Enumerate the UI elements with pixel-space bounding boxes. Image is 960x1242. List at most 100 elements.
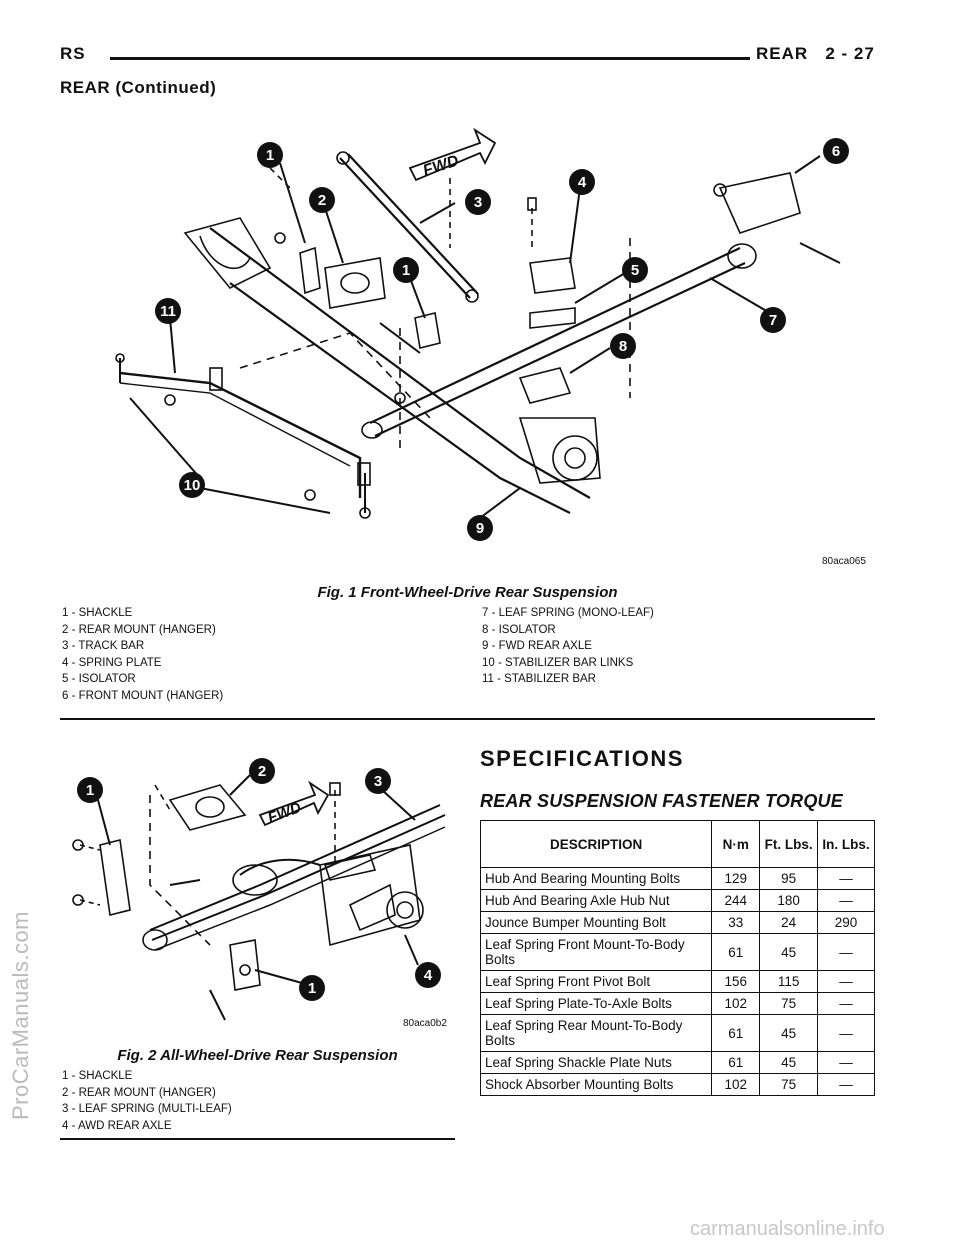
legend-item: 5 - ISOLATOR bbox=[62, 673, 136, 685]
figure1-callout: 3 bbox=[474, 194, 482, 211]
torque-value-cell: 244 bbox=[711, 889, 761, 912]
torque-value-cell: — bbox=[817, 867, 875, 890]
figure2-rule bbox=[60, 1138, 455, 1140]
torque-description-cell: Hub And Bearing Axle Hub Nut bbox=[479, 889, 713, 912]
torque-description-cell: Shock Absorber Mounting Bolts bbox=[479, 1073, 713, 1096]
torque-value-cell: 75 bbox=[759, 992, 819, 1015]
torque-description-cell: Jounce Bumper Mounting Bolt bbox=[479, 911, 713, 934]
column-header: In. Lbs. bbox=[817, 820, 875, 868]
legend-item: 4 - AWD REAR AXLE bbox=[62, 1119, 172, 1132]
torque-value-cell: 95 bbox=[759, 867, 819, 890]
figure1-callout: 1 bbox=[266, 147, 274, 164]
figure2-callout: 1 bbox=[308, 980, 316, 997]
torque-value-cell: 45 bbox=[759, 1051, 819, 1074]
figure1-callout: 8 bbox=[619, 338, 627, 355]
torque-value-cell: 45 bbox=[759, 933, 819, 971]
figure1-rule bbox=[60, 718, 875, 720]
torque-value-cell: 102 bbox=[711, 992, 761, 1015]
torque-value-cell: — bbox=[817, 1073, 875, 1096]
legend-item: 9 - FWD REAR AXLE bbox=[482, 640, 592, 652]
torque-value-cell: 61 bbox=[711, 1051, 761, 1074]
torque-value-cell: 24 bbox=[759, 911, 819, 934]
legend-item: 2 - REAR MOUNT (HANGER) bbox=[62, 623, 216, 636]
legend-item: 11 - STABILIZER BAR bbox=[482, 673, 596, 685]
legend-item: 1 - SHACKLE bbox=[62, 1070, 133, 1082]
figure2-callout: 3 bbox=[374, 773, 382, 790]
legend-item: 3 - LEAF SPRING (MULTI-LEAF) bbox=[62, 1103, 232, 1115]
column-header: DESCRIPTION bbox=[479, 820, 713, 868]
figure2-callout: 2 bbox=[258, 763, 266, 780]
torque-value-cell: 45 bbox=[759, 1014, 819, 1052]
figure2-fwd-label: FWD bbox=[266, 799, 304, 827]
figure1-legend-left: 1 - SHACKLE 2 - REAR MOUNT (HANGER) 3 - … bbox=[62, 605, 223, 704]
torque-value-cell: — bbox=[817, 889, 875, 912]
figure2-drawing: FWD 1 2 3 4 1 bbox=[72, 758, 446, 1021]
legend-item: 1 - SHACKLE bbox=[62, 607, 133, 619]
figure1-legend-right: 7 - LEAF SPRING (MONO-LEAF) 8 - ISOLATOR… bbox=[482, 605, 654, 688]
table-header-row: DESCRIPTION N·m Ft. Lbs. In. Lbs. bbox=[479, 820, 875, 868]
torque-value-cell: 156 bbox=[711, 970, 761, 993]
torque-value-cell: 33 bbox=[711, 911, 761, 934]
continued-heading: REAR (Continued) bbox=[60, 78, 217, 97]
torque-value-cell: 61 bbox=[711, 933, 761, 971]
figure2-caption: Fig. 2 All-Wheel-Drive Rear Suspension bbox=[117, 1047, 398, 1064]
torque-value-cell: — bbox=[817, 933, 875, 971]
figure1-callout: 10 bbox=[184, 477, 201, 494]
column-header: N·m bbox=[711, 820, 761, 868]
figure2-callout: 1 bbox=[86, 782, 94, 799]
torque-description-cell: Leaf Spring Front Mount-To-Body Bolts bbox=[479, 933, 713, 971]
torque-description-cell: Leaf Spring Shackle Plate Nuts bbox=[479, 1051, 713, 1074]
figure1-drawing-id: 80aca065 bbox=[822, 556, 866, 567]
figure1-fwd-label: FWD bbox=[421, 152, 461, 180]
figure1-callout: 4 bbox=[578, 174, 587, 191]
torque-description-cell: Leaf Spring Rear Mount-To-Body Bolts bbox=[479, 1014, 713, 1052]
torque-value-cell: 180 bbox=[759, 889, 819, 912]
figure1-caption: Fig. 1 Front-Wheel-Drive Rear Suspension bbox=[317, 584, 618, 601]
torque-description-cell: Leaf Spring Plate-To-Axle Bolts bbox=[479, 992, 713, 1015]
figure1-drawing: FWD 1 2 3 4 5 1 6 7 8 9 bbox=[115, 127, 849, 541]
header-page-ref: REAR 2 - 27 bbox=[756, 44, 875, 63]
torque-value-cell: 290 bbox=[817, 911, 875, 934]
figure1-callout: 11 bbox=[160, 303, 176, 320]
bottom-watermark: carmanualsonline.info bbox=[690, 1218, 885, 1240]
figure2-legend: 1 - SHACKLE 2 - REAR MOUNT (HANGER) 3 - … bbox=[62, 1068, 232, 1134]
side-watermark: ProCarManuals.com bbox=[8, 910, 33, 1120]
figure2-drawing-id: 80aca0b2 bbox=[403, 1018, 447, 1029]
torque-description-cell: Hub And Bearing Mounting Bolts bbox=[479, 867, 713, 890]
legend-item: 10 - STABILIZER BAR LINKS bbox=[482, 656, 634, 669]
figure1-callout: 1 bbox=[402, 262, 410, 279]
torque-value-cell: 75 bbox=[759, 1073, 819, 1096]
torque-value-cell: 129 bbox=[711, 867, 761, 890]
legend-item: 7 - LEAF SPRING (MONO-LEAF) bbox=[482, 607, 654, 619]
torque-value-cell: 102 bbox=[711, 1073, 761, 1096]
header-rule bbox=[110, 57, 750, 60]
torque-value-cell: — bbox=[817, 970, 875, 993]
legend-item: 6 - FRONT MOUNT (HANGER) bbox=[62, 689, 224, 702]
torque-description-cell: Leaf Spring Front Pivot Bolt bbox=[479, 970, 713, 993]
legend-item: 3 - TRACK BAR bbox=[62, 640, 145, 652]
legend-item: 8 - ISOLATOR bbox=[482, 623, 556, 636]
torque-table: DESCRIPTION N·m Ft. Lbs. In. Lbs. Hub An… bbox=[479, 820, 875, 1096]
torque-value-cell: — bbox=[817, 992, 875, 1015]
figure1-callout: 9 bbox=[476, 520, 484, 537]
torque-value-cell: 115 bbox=[759, 970, 819, 993]
figure1-callout: 2 bbox=[318, 192, 326, 209]
figure1-callout: 6 bbox=[832, 143, 840, 160]
legend-item: 2 - REAR MOUNT (HANGER) bbox=[62, 1086, 216, 1099]
torque-value-cell: 61 bbox=[711, 1014, 761, 1052]
figure2-callout: 4 bbox=[424, 967, 433, 984]
figure1-callout: 5 bbox=[631, 262, 639, 279]
torque-value-cell: — bbox=[817, 1014, 875, 1052]
header-section-code: RS bbox=[60, 44, 86, 63]
torque-table-heading: REAR SUSPENSION FASTENER TORQUE bbox=[480, 791, 843, 811]
figure1-callout: 7 bbox=[769, 312, 777, 329]
